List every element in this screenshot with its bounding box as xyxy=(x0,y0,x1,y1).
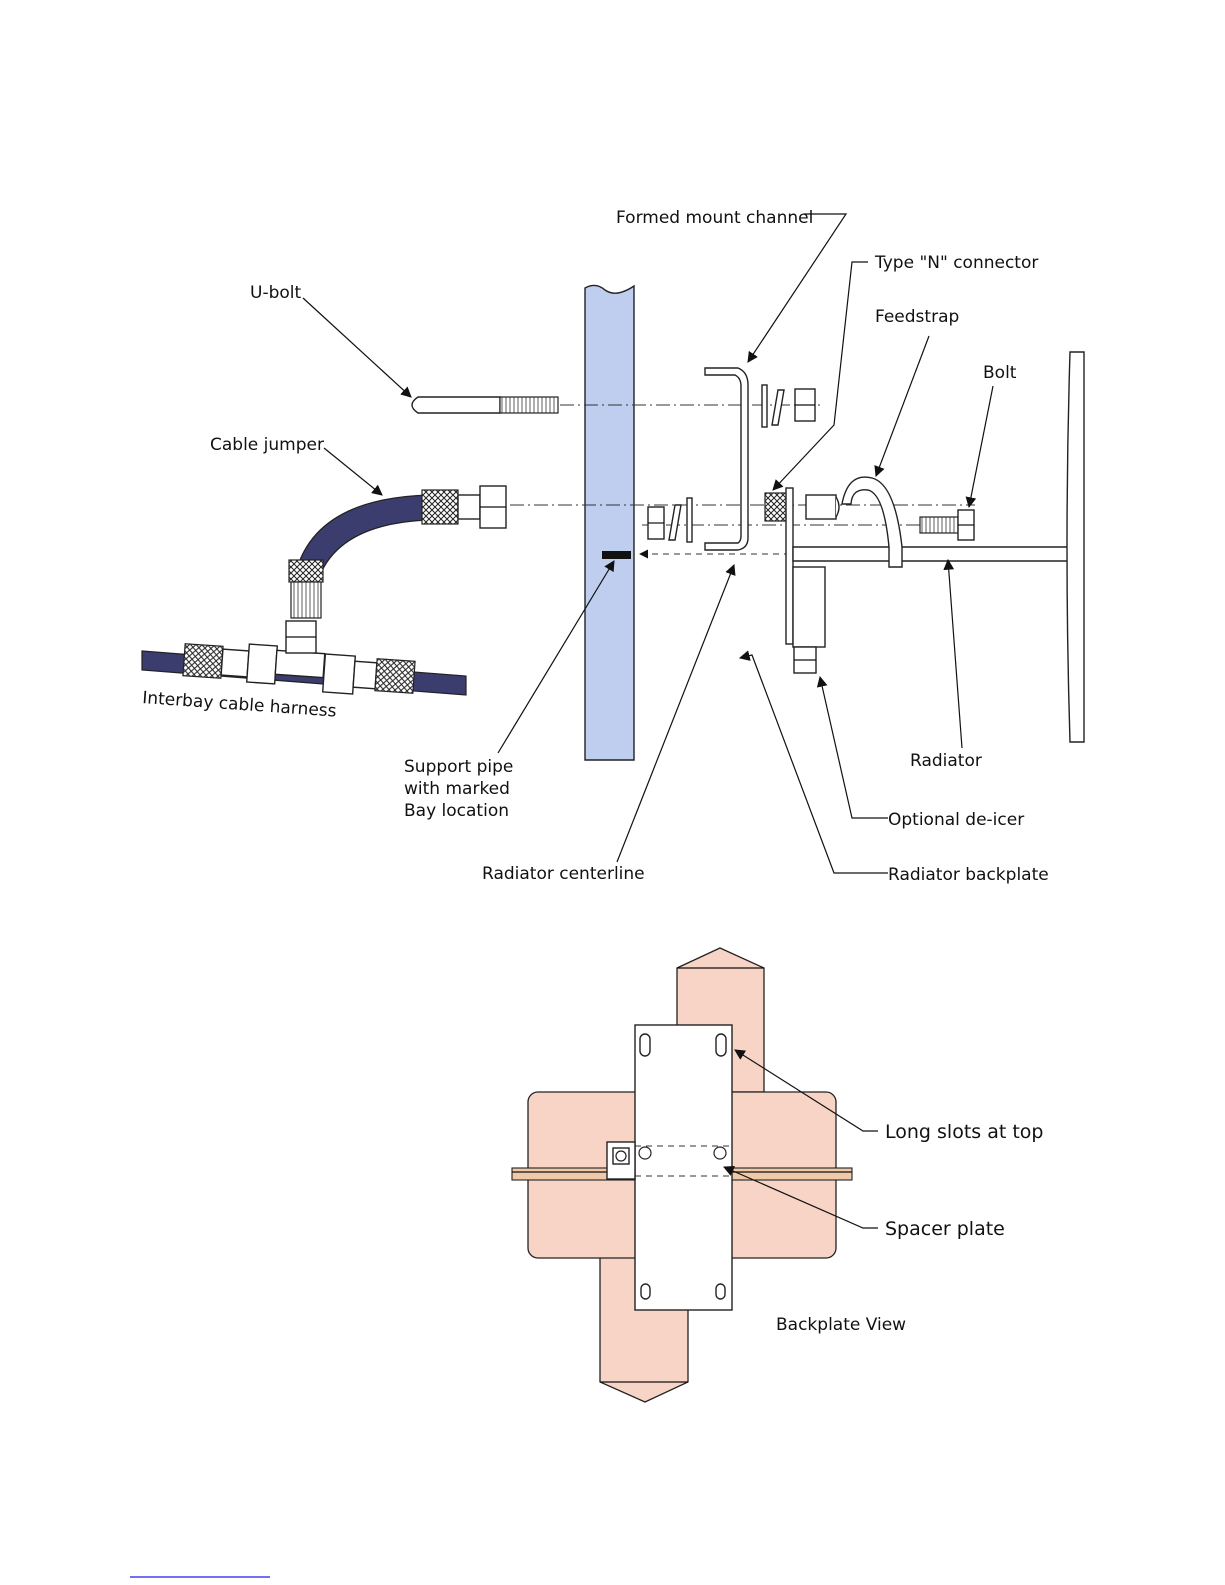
label-radiator-centerline: Radiator centerline xyxy=(482,864,645,884)
bolt xyxy=(920,510,974,540)
label-support-pipe-line2: with marked xyxy=(404,779,510,799)
cable-jumper xyxy=(289,486,506,618)
radiator xyxy=(793,352,1084,742)
label-cable-jumper: Cable jumper xyxy=(210,435,324,455)
bay-location-mark xyxy=(602,551,631,559)
label-interbay-cable-harness: Interbay cable harness xyxy=(142,688,338,722)
formed-mount-channel xyxy=(705,368,748,550)
spacer-plate xyxy=(635,1025,732,1310)
slot-bottom-left xyxy=(641,1284,650,1299)
type-n-connector xyxy=(765,493,839,521)
interbay-cable-harness xyxy=(142,621,466,695)
label-bolt: Bolt xyxy=(983,363,1017,383)
de-icer-box xyxy=(793,567,825,647)
label-type-n-connector: Type "N" connector xyxy=(874,253,1038,273)
label-radiator: Radiator xyxy=(910,751,982,771)
u-bolt xyxy=(412,397,558,413)
label-long-slots-at-top: Long slots at top xyxy=(885,1121,1043,1143)
label-support-pipe-line1: Support pipe xyxy=(404,757,513,777)
label-support-pipe-line3: Bay location xyxy=(404,801,509,821)
label-u-bolt: U-bolt xyxy=(250,283,301,303)
long-slot-top-left xyxy=(640,1034,650,1056)
radiator-backplate xyxy=(786,488,793,644)
long-slot-top-right xyxy=(716,1034,726,1056)
hole-mid-right xyxy=(714,1147,726,1159)
label-formed-mount-channel: Formed mount channel xyxy=(616,208,813,228)
hole-mid-left xyxy=(639,1147,651,1159)
label-feedstrap: Feedstrap xyxy=(875,307,959,327)
upper-hardware xyxy=(762,385,815,427)
slot-bottom-right xyxy=(716,1284,725,1299)
label-optional-de-icer: Optional de-icer xyxy=(888,810,1024,830)
label-radiator-backplate: Radiator backplate xyxy=(888,865,1049,885)
support-pipe xyxy=(585,285,634,760)
label-backplate-view: Backplate View xyxy=(776,1315,906,1335)
connector-block xyxy=(607,1142,635,1179)
label-spacer-plate: Spacer plate xyxy=(885,1218,1005,1240)
